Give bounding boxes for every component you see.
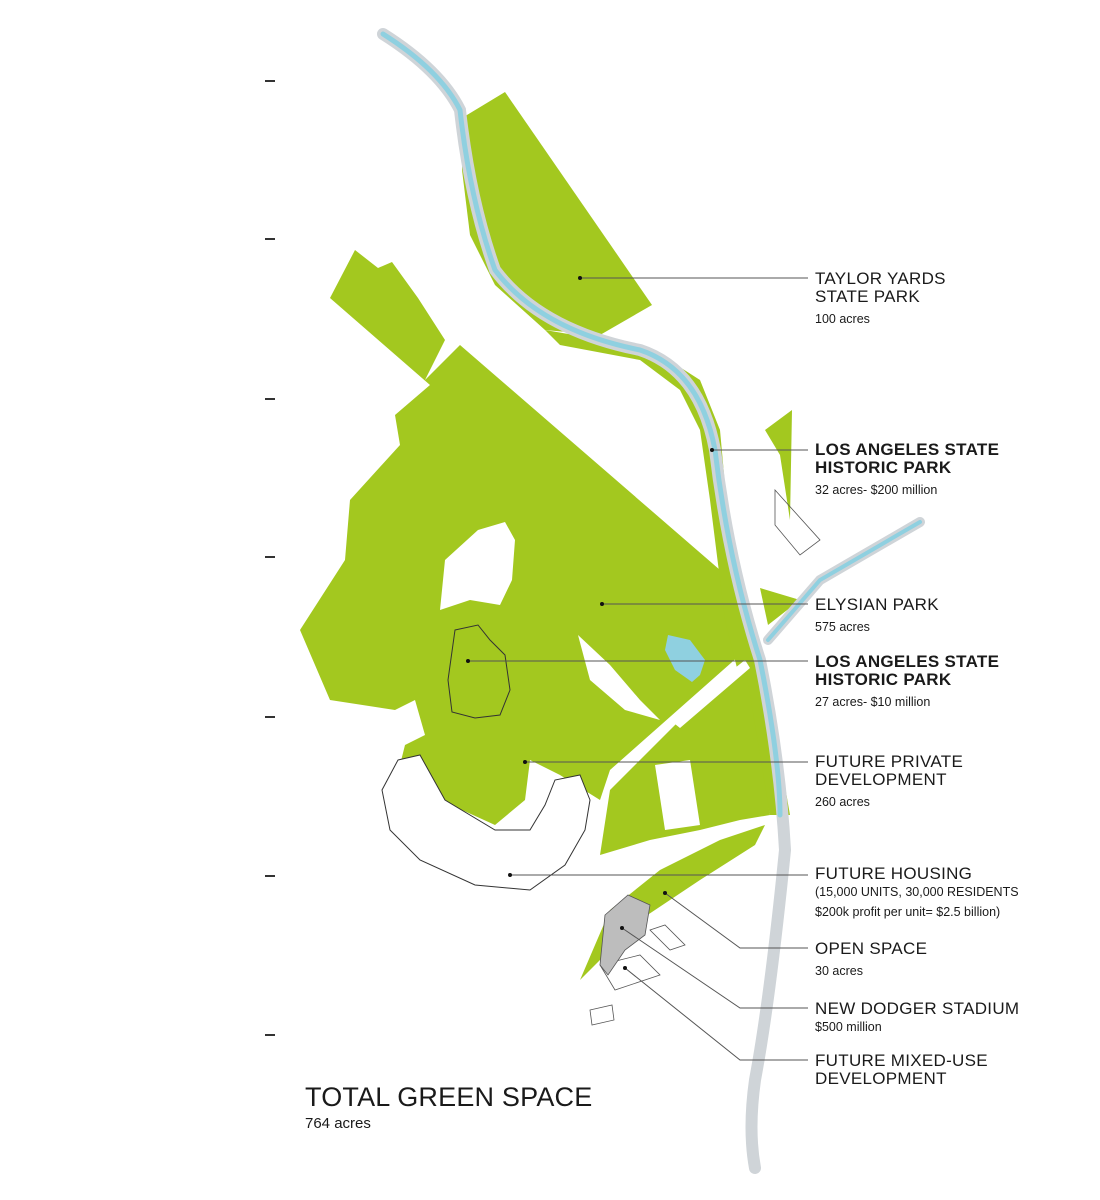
mixed-use-outline-3 bbox=[599, 954, 661, 991]
total-green-space: TOTAL GREEN SPACE 764 acres bbox=[305, 1082, 592, 1132]
label-taylor-yards: TAYLOR YARDS STATE PARK 100 acres bbox=[815, 270, 946, 326]
elysian-park-area bbox=[300, 250, 740, 825]
label-title: OPEN SPACE bbox=[815, 939, 928, 958]
label-historic-park-2: LOS ANGELES STATE HISTORIC PARK 27 acres… bbox=[815, 653, 999, 709]
label-open-space: OPEN SPACE 30 acres bbox=[815, 940, 927, 978]
label-title: HISTORIC PARK bbox=[815, 457, 952, 477]
dot-historic-park-2 bbox=[466, 659, 470, 663]
label-detail: 100 acres bbox=[815, 311, 870, 326]
label-future-housing: FUTURE HOUSING (15,000 UNITS, 30,000 RES… bbox=[815, 865, 1019, 919]
label-detail: $500 million bbox=[815, 1019, 882, 1034]
label-new-stadium: NEW DODGER STADIUM $500 million bbox=[815, 1000, 1019, 1034]
label-detail: 260 acres bbox=[815, 794, 870, 809]
scale-tick bbox=[265, 80, 275, 82]
scale-tick bbox=[265, 238, 275, 240]
stadium-outline bbox=[447, 624, 511, 719]
label-detail: 27 acres- $10 million bbox=[815, 694, 931, 709]
leader-mixed-use bbox=[624, 967, 808, 1061]
dot-historic-park-1 bbox=[710, 448, 714, 452]
dot-mixed-use bbox=[623, 966, 627, 970]
label-elysian-park: ELYSIAN PARK 575 acres bbox=[815, 596, 939, 634]
mixed-use-outline-4 bbox=[649, 924, 686, 951]
dot-future-housing bbox=[508, 873, 512, 877]
label-title: HISTORIC PARK bbox=[815, 669, 952, 689]
new-dodger-stadium bbox=[599, 894, 651, 976]
label-title: STATE PARK bbox=[815, 286, 921, 306]
dot-new-stadium bbox=[620, 926, 624, 930]
label-detail: $200k profit per unit= $2.5 billion) bbox=[815, 904, 1001, 919]
future-housing-area bbox=[381, 754, 591, 891]
historic-park-wedge bbox=[765, 410, 792, 520]
dot-future-private bbox=[523, 760, 527, 764]
taylor-yards-area bbox=[462, 92, 652, 335]
road-band bbox=[670, 660, 750, 728]
label-detail: 575 acres bbox=[815, 619, 870, 634]
mixed-use-outline-1 bbox=[774, 488, 821, 556]
open-space-area bbox=[580, 825, 765, 980]
label-future-private: FUTURE PRIVATE DEVELOPMENT 260 acres bbox=[815, 753, 963, 809]
dot-elysian-park bbox=[600, 602, 604, 606]
label-detail: 32 acres- $200 million bbox=[815, 482, 938, 497]
label-title: FUTURE HOUSING bbox=[815, 864, 973, 883]
label-title: TAYLOR YARDS bbox=[815, 269, 946, 288]
historic-park-triangle bbox=[760, 588, 800, 625]
scale-tick bbox=[265, 398, 275, 400]
label-title: LOS ANGELES STATE bbox=[815, 440, 1000, 459]
label-title: ELYSIAN PARK bbox=[815, 595, 939, 614]
label-title: FUTURE PRIVATE bbox=[815, 752, 964, 771]
mixed-use-outline-2 bbox=[589, 1004, 615, 1026]
leader-dots bbox=[466, 276, 714, 970]
leader-lines bbox=[468, 277, 808, 1061]
label-title: DEVELOPMENT bbox=[815, 1068, 947, 1088]
elysian-clearing bbox=[440, 522, 515, 610]
scale-tick bbox=[265, 875, 275, 877]
label-detail: 30 acres bbox=[815, 963, 863, 978]
label-title: FUTURE MIXED-USE bbox=[815, 1051, 988, 1070]
dot-taylor-yards bbox=[578, 276, 582, 280]
scale-tick bbox=[265, 716, 275, 718]
total-value: 764 acres bbox=[305, 1115, 371, 1132]
scale-tick bbox=[265, 1034, 275, 1036]
reservoir bbox=[665, 635, 705, 682]
label-title: NEW DODGER STADIUM bbox=[815, 999, 1020, 1018]
label-mixed-use: FUTURE MIXED-USE DEVELOPMENT bbox=[815, 1052, 988, 1088]
scale-tick bbox=[265, 556, 275, 558]
river-corridor-area bbox=[545, 330, 790, 815]
label-title: LOS ANGELES STATE bbox=[815, 652, 1000, 671]
label-detail: (15,000 UNITS, 30,000 RESIDENTS bbox=[815, 884, 1019, 899]
elysian-cut-2 bbox=[578, 635, 660, 720]
leader-new-stadium bbox=[621, 927, 808, 1009]
label-historic-park-1: LOS ANGELES STATE HISTORIC PARK 32 acres… bbox=[815, 441, 999, 497]
arroyo-river bbox=[766, 520, 922, 642]
label-title: DEVELOPMENT bbox=[815, 769, 947, 789]
la-river bbox=[380, 31, 783, 818]
total-title: TOTAL GREEN SPACE bbox=[305, 1082, 593, 1112]
future-dev-cut bbox=[655, 760, 700, 830]
leader-open-space bbox=[664, 892, 808, 949]
dot-open-space bbox=[663, 891, 667, 895]
future-private-development-area bbox=[600, 665, 770, 855]
